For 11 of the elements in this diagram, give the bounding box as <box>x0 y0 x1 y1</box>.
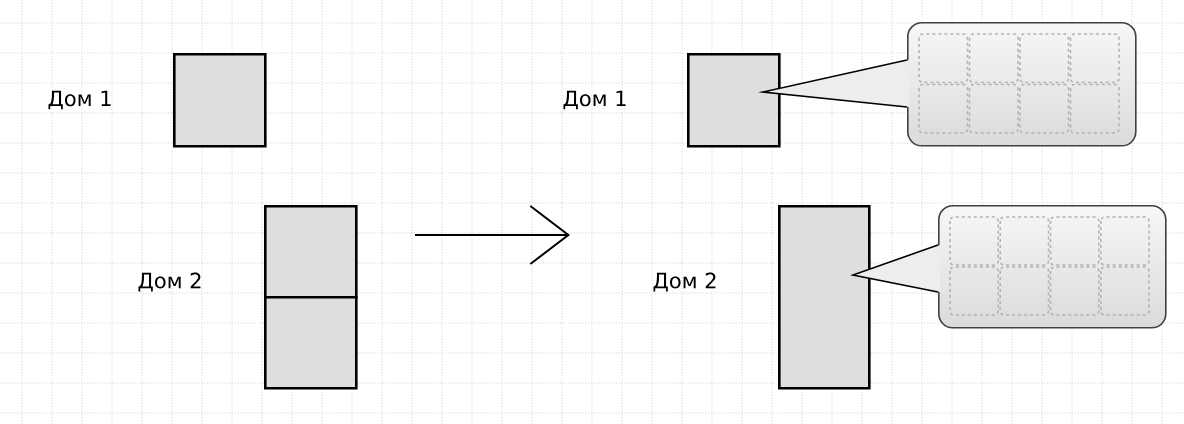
speech-bubble <box>850 205 1167 329</box>
house-box <box>778 205 871 390</box>
house-label: Дом 1 <box>563 90 626 110</box>
speech-bubble <box>758 22 1137 147</box>
house-label: Дом 2 <box>138 272 201 292</box>
house-box <box>264 296 358 390</box>
house-box <box>173 53 267 148</box>
house-label: Дом 2 <box>653 272 716 292</box>
house-box <box>264 205 358 299</box>
house-label: Дом 1 <box>48 90 111 110</box>
house-box <box>687 53 781 148</box>
